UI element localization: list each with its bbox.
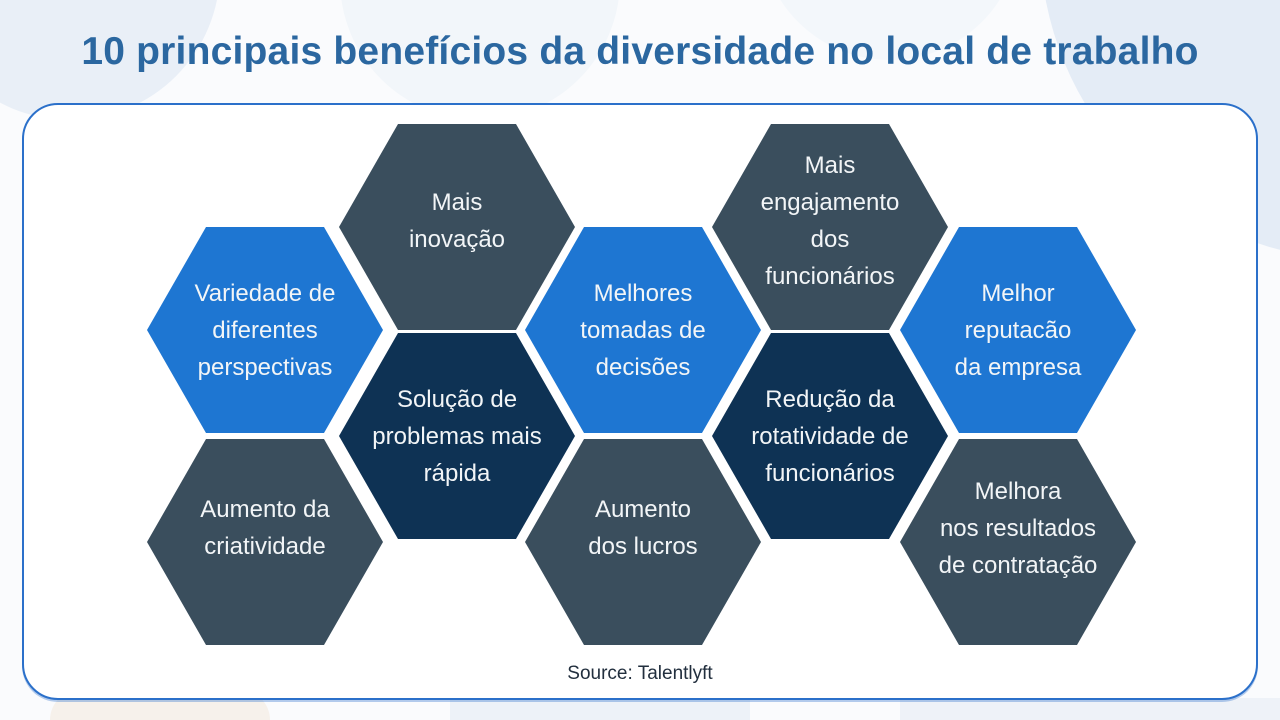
hexagon-label: Redução da rotatividade de funcionários [751, 385, 909, 487]
hexagon-label: Melhora nos resultados de contratação [938, 477, 1098, 579]
hexagon-label: Melhores tomadas de decisões [580, 279, 706, 381]
hexagon-label: Mais inovação [408, 189, 506, 253]
background-circle [900, 698, 1280, 720]
diagram-container: Mais inovação Mais engajamento dos funci… [22, 103, 1258, 700]
hexagon-variedade-de-diferentes-perspectivas: Variedade de diferentes perspectivas [147, 227, 383, 433]
hexagon-reducao-da-rotatividade-de-funcionarios: Redução da rotatividade de funcionários [712, 333, 948, 539]
hexagon-melhores-tomadas-de-decisoes: Melhores tomadas de decisões [525, 227, 761, 433]
hexagon-label: Solução de problemas mais rápida [372, 385, 542, 487]
hexagon-aumento-dos-lucros: Aumento dos lucros [525, 439, 761, 645]
hexagon-melhor-reputacao-da-empresa: Melhor reputacão da empresa [900, 227, 1136, 433]
hexagon-melhora-nos-resultados-de-contratacao: Melhora nos resultados de contratação [900, 439, 1136, 645]
hexagon-label: Mais engajamento dos funcionários [760, 152, 900, 290]
hexagon-mais-inovacao: Mais inovação [339, 124, 575, 330]
hexagon-mais-engajamento-dos-funcionarios: Mais engajamento dos funcionários [712, 124, 948, 330]
hexagon-label: Aumento dos lucros [588, 496, 698, 560]
hexagon-aumento-da-criatividade: Aumento da criatividade [147, 439, 383, 645]
hexagon-label: Variedade de diferentes perspectivas [194, 279, 336, 381]
source-caption: Source: Talentlyft [567, 663, 713, 684]
hexagon-solucao-de-problemas-mais-rapida: Solução de problemas mais rápida [339, 333, 575, 539]
hexagon-label: Melhor reputacão da empresa [954, 279, 1082, 381]
hexagon-label: Aumento da criatividade [200, 496, 330, 560]
page-title: 10 principais benefícios da diversidade … [81, 30, 1199, 73]
